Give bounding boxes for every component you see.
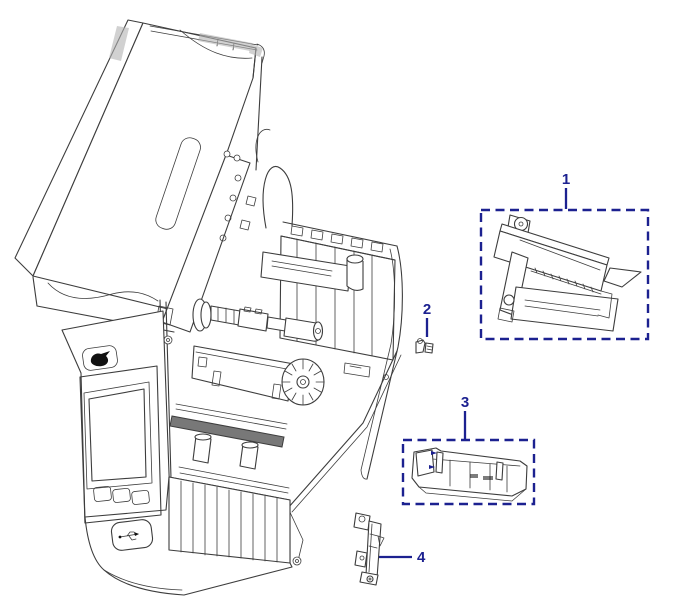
panel-button — [93, 485, 112, 502]
callout-2-label: 2 — [423, 301, 431, 318]
panel-button — [112, 487, 131, 503]
zebra-logo-icon — [90, 351, 110, 367]
media-spindle — [192, 298, 324, 342]
callout-3-box — [401, 438, 536, 506]
ribbon-spindle — [191, 345, 325, 406]
button-row — [93, 485, 150, 505]
sensor-bracket — [353, 512, 385, 586]
rear-frame — [161, 56, 271, 333]
control-panel — [79, 365, 162, 524]
front-fins — [168, 476, 291, 564]
panel-button — [131, 489, 150, 505]
callout-1-group: 1 — [479, 171, 650, 341]
tray-alignment-arrow — [429, 465, 435, 469]
usb-icon — [118, 531, 139, 541]
callout-3-label: 3 — [461, 394, 469, 411]
zebra-logo — [82, 345, 118, 371]
tray-alignment-arrow — [431, 451, 437, 455]
callout-1-label: 1 — [562, 171, 570, 188]
callout-4-group: 4 — [353, 512, 426, 586]
printer-illustration — [14, 19, 403, 596]
callout-1-box — [479, 208, 650, 341]
print-mechanism — [155, 299, 290, 494]
callout-2-group: 2 — [415, 301, 434, 354]
usb-door — [110, 519, 154, 551]
media-hanger — [260, 251, 364, 292]
screen — [88, 388, 147, 482]
base-plate — [287, 350, 402, 566]
callout-4-label: 4 — [417, 549, 426, 566]
mounting-clip — [415, 338, 434, 354]
callout-3-group: 3 — [401, 394, 536, 506]
cutter-assembly — [493, 214, 642, 332]
media-cover — [14, 19, 265, 311]
catch-tray — [411, 447, 528, 502]
front-body — [32, 276, 293, 596]
